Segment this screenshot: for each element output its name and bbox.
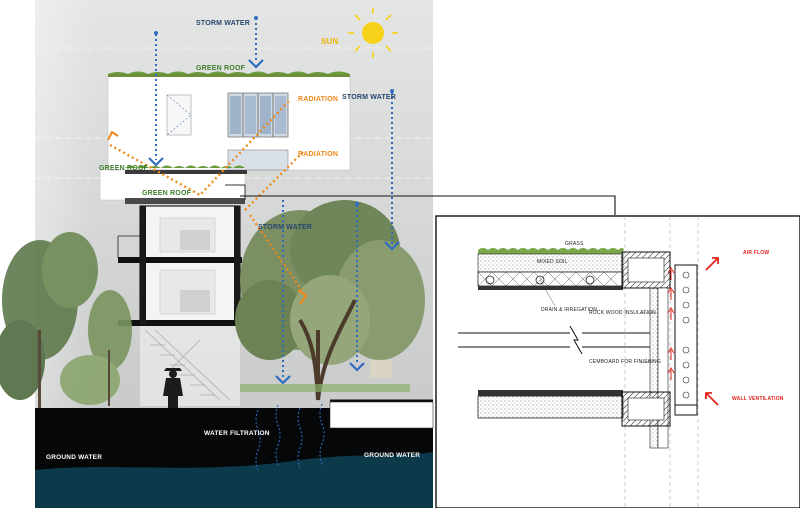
wall-ventilation-label: WALL VENTILATION [732, 396, 784, 402]
radiation-label-2: RADIATION [298, 151, 339, 158]
cemboard-label: CEMBOARD FOR FINISHING [589, 359, 661, 365]
storm-water-label-mid: STORM WATER [258, 224, 313, 231]
green-roof-label-lower: GREEN ROOF [142, 190, 192, 197]
lower-building [117, 205, 242, 406]
wall-vent-arrow [705, 392, 719, 406]
rockwool-label: ROCK WOOD INSULATION [589, 310, 656, 316]
sun-icon [348, 8, 398, 58]
level-lines [35, 47, 433, 179]
mixed-soil-label: MIXED SOIL [537, 259, 568, 265]
water-filtration-label: WATER FILTRATION [204, 430, 270, 437]
door [166, 94, 192, 136]
air-flow-arrow [705, 257, 719, 271]
drain-label: DRAIN & IRREGATION [541, 307, 598, 313]
person-silhouette [163, 368, 183, 408]
storm-water-dots [154, 16, 394, 206]
storm-water-label-top: STORM WATER [196, 20, 251, 27]
ground-water-label-right: GROUND WATER [364, 452, 421, 459]
mid-floor [99, 165, 247, 204]
air-flow-label: AIR FLOW [743, 250, 770, 256]
storm-water-heads [148, 59, 400, 385]
green-roof-label-top: GREEN ROOF [196, 65, 246, 72]
trees-left [0, 232, 132, 408]
grass-label: GRASS [565, 241, 584, 247]
sun-label: SUN [321, 37, 339, 46]
ground-water-label-left: GROUND WATER [46, 454, 103, 461]
radiation-arrow-2 [297, 289, 308, 305]
detail-panel [435, 215, 800, 509]
storm-water-arrows [155, 18, 393, 378]
radiation-lines [109, 99, 306, 296]
upper-windows [227, 92, 289, 138]
ground-grass [240, 384, 410, 392]
green-roof-label-left: GREEN ROOF [99, 165, 149, 172]
ground-section [35, 400, 434, 508]
storm-water-label-right: STORM WATER [342, 94, 397, 101]
radiation-arrow-1 [107, 130, 119, 141]
detail-frame-lines [240, 195, 616, 401]
radiation-label-1: RADIATION [298, 96, 339, 103]
